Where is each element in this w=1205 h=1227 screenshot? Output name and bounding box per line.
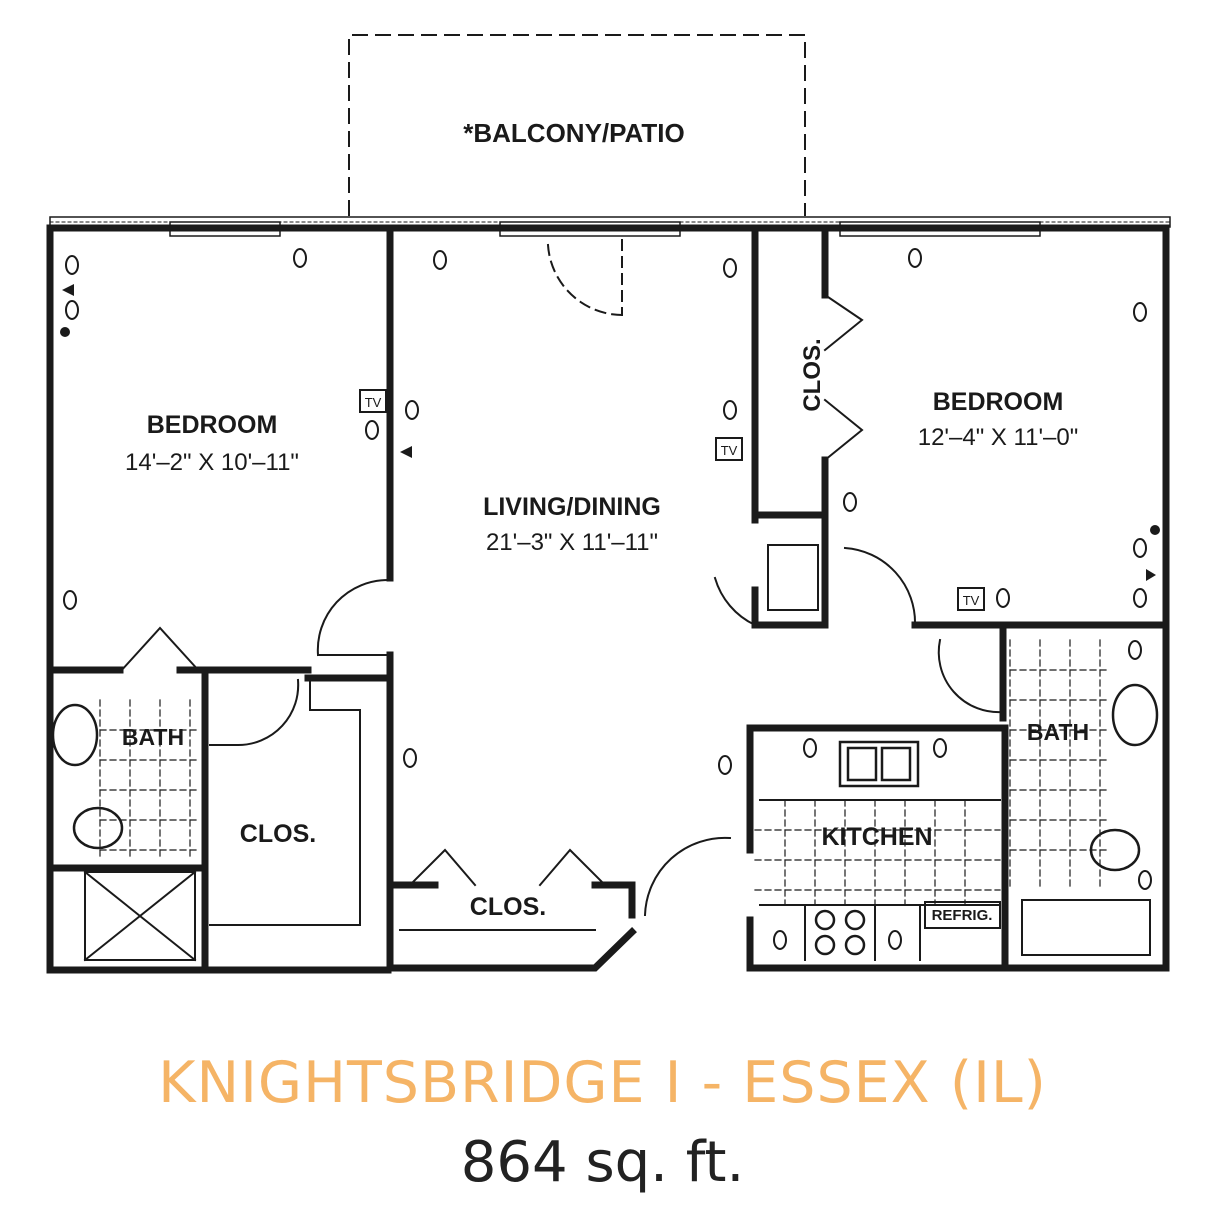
bedroom-right-name: BEDROOM xyxy=(933,388,1064,416)
outlets xyxy=(63,248,1152,950)
tv-boxes xyxy=(359,389,1001,929)
tile-grid-bath-left xyxy=(99,699,201,861)
interior-lines xyxy=(83,544,1151,962)
tv-label-center: TV xyxy=(721,443,738,458)
living-dining-name: LIVING/DINING xyxy=(483,493,661,521)
kitchen-label: KITCHEN xyxy=(821,823,932,851)
bedroom-left-size: 14'–2" X 10'–11" xyxy=(125,449,299,476)
balcony-outline xyxy=(348,34,806,216)
tile-grid-bath-right xyxy=(1009,639,1111,891)
plan-title: KNIGHTSBRIDGE I - ESSEX (IL) xyxy=(158,1050,1047,1116)
refrigerator-label: REFRIG. xyxy=(932,907,993,924)
living-dining-size: 21'–3" X 11'–11" xyxy=(486,529,658,556)
tile-grid-kitchen xyxy=(754,799,1001,906)
bath-right-label: BATH xyxy=(1027,719,1089,745)
balcony-door-swing xyxy=(546,239,624,317)
closet-center-label: CLOS. xyxy=(470,893,546,921)
fixtures xyxy=(51,683,1159,956)
markers xyxy=(60,284,1160,581)
floor-plan: *BALCONY/PATIO BEDROOM 14'–2" X 10'–11" … xyxy=(46,34,1171,974)
plan-area: 864 sq. ft. xyxy=(460,1130,745,1195)
walls xyxy=(46,224,1170,974)
tv-label-right: TV xyxy=(963,593,980,608)
bedroom-right-size: 12'–4" X 11'–0" xyxy=(918,424,1079,451)
balcony-label: *BALCONY/PATIO xyxy=(463,118,684,148)
closet-left-label: CLOS. xyxy=(240,820,316,848)
closet-right-label: CLOS. xyxy=(799,338,826,411)
tv-label-left: TV xyxy=(365,395,382,410)
doors xyxy=(118,293,1005,917)
bedroom-left-name: BEDROOM xyxy=(147,411,278,439)
bath-left-label: BATH xyxy=(122,724,184,750)
